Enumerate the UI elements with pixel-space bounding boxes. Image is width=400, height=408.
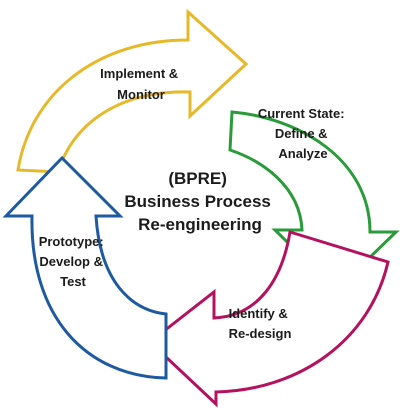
identify-label-line: Re-design	[229, 326, 292, 341]
current-state-label-line: Analyze	[278, 146, 327, 161]
prototype-label-line: Prototype:	[39, 234, 104, 249]
current-state-label: Current State: Define & Analyze	[258, 106, 348, 161]
center-title-line: Business Process	[124, 192, 270, 211]
implement-arrow	[16, 8, 249, 174]
current-state-label-line: Define &	[275, 126, 328, 141]
identify-label: Identify & Re-design	[229, 306, 292, 341]
implement-label-line: Implement &	[100, 66, 178, 81]
center-title-line: (BPRE)	[168, 169, 227, 188]
center-title-line: Re-engineering	[138, 215, 262, 234]
prototype-label-line: Test	[60, 274, 86, 289]
identify-label-line: Identify &	[229, 306, 288, 321]
current-state-arrow	[228, 110, 400, 293]
prototype-arrow	[2, 155, 168, 380]
identify-arrow	[147, 230, 390, 408]
implement-label: Implement & Monitor	[100, 66, 182, 102]
center-title: (BPRE) Business Process Re-engineering	[124, 169, 275, 234]
prototype-label: Prototype: Develop & Test	[39, 234, 108, 289]
implement-label-line: Monitor	[117, 87, 165, 102]
current-state-label-line: Current State:	[258, 106, 345, 121]
prototype-label-line: Develop &	[39, 254, 103, 269]
